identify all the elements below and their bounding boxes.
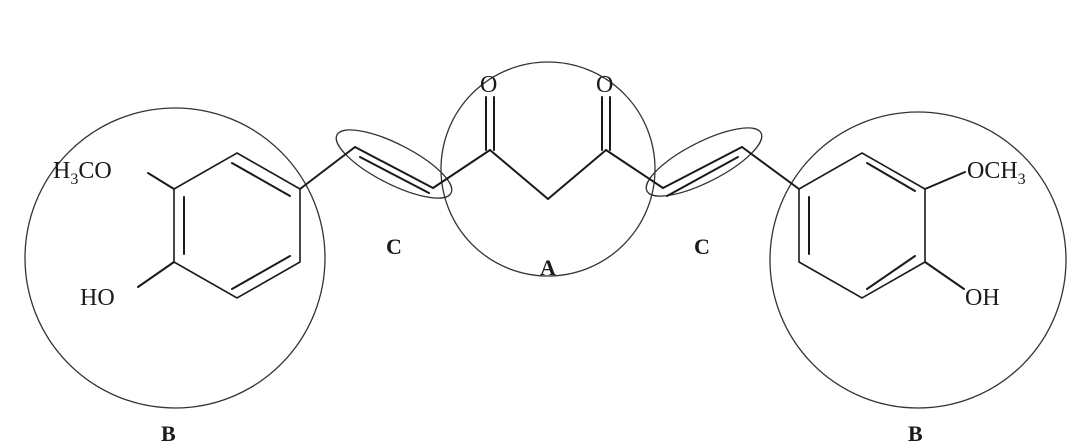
heptadienedione-chain [299, 146, 800, 200]
left-hydroxy-label: HO [80, 285, 115, 311]
region-b-right-circle [769, 111, 1067, 409]
bond-right-hydroxy [924, 261, 965, 290]
region-label-a: A [540, 255, 556, 280]
region-label-c-left: C [386, 234, 402, 259]
region-label-c-right: C [694, 234, 710, 259]
region-c-right-ellipse [645, 127, 763, 197]
bond-right-methoxy [924, 171, 966, 190]
right-hydroxy-label: OH [965, 285, 1000, 311]
right-aromatic-ring [798, 152, 926, 299]
region-a-circle [440, 61, 656, 277]
left-methoxy-label: H3CO [53, 158, 112, 188]
right-methoxy-label: OCH3 [967, 158, 1026, 188]
region-label-b-right: B [908, 421, 923, 446]
carbonyl-right [601, 96, 611, 151]
oxygen-label-1: O [480, 72, 497, 98]
region-label-b-left: B [161, 421, 176, 446]
region-b-left-circle [24, 107, 326, 409]
bond-left-hydroxy [137, 261, 175, 288]
left-aromatic-ring [173, 152, 301, 299]
oxygen-label-2: O [596, 72, 613, 98]
bond-left-methoxy [147, 172, 175, 190]
region-c-left-ellipse [335, 129, 453, 199]
carbonyl-left [485, 96, 495, 151]
